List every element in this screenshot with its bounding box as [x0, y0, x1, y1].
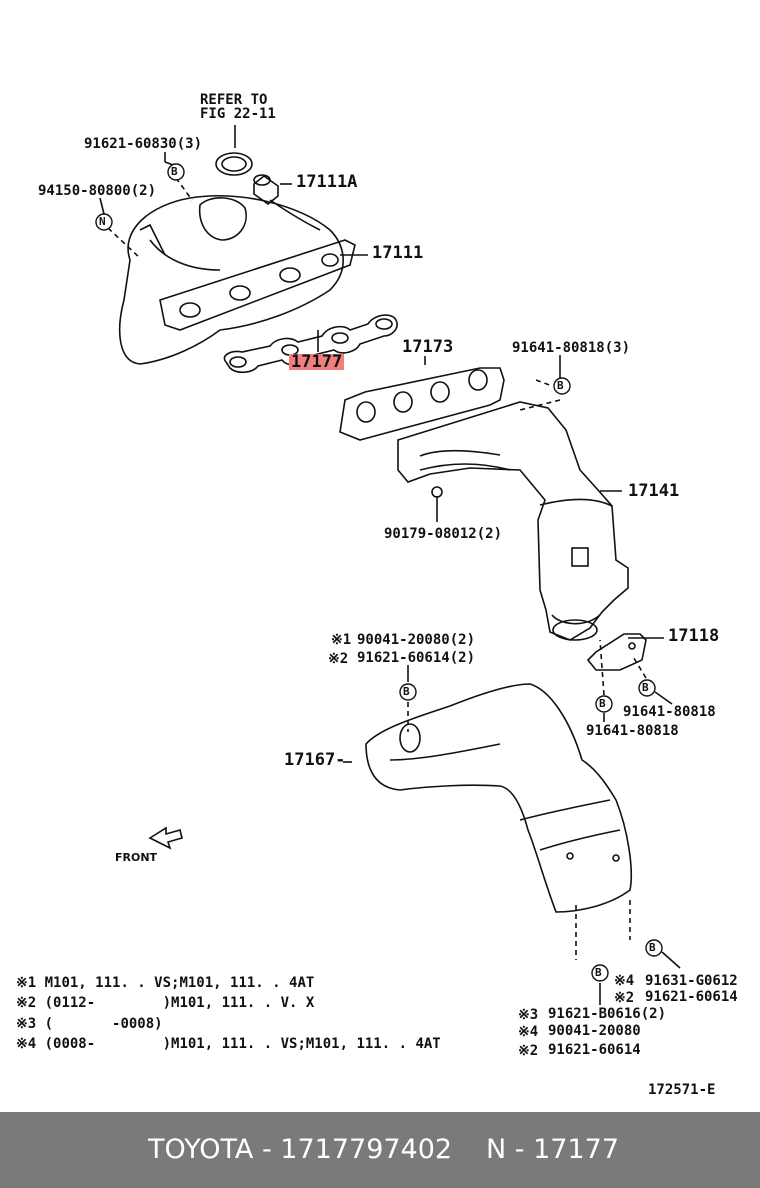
- part-label: 17111: [372, 243, 424, 263]
- b-circle: [638, 679, 656, 697]
- part-label-highlighted[interactable]: 17177: [289, 352, 345, 372]
- footer-brand-part-number: TOYOTA - 1717797402: [148, 1134, 453, 1165]
- footnote: ※1 M101, 111. . VS;M101, 111. . 4AT: [16, 975, 315, 991]
- part-label: 91641-80818(3): [512, 340, 631, 356]
- b-circle: [399, 683, 417, 701]
- part-label: 91621-60614: [548, 1042, 641, 1058]
- refer-note-line1: REFER TO: [200, 92, 268, 108]
- part-label: 91631-G0612: [645, 973, 738, 989]
- part-label: 17111A: [296, 172, 358, 192]
- part-label: 90041-20080: [548, 1023, 641, 1039]
- b-circle: [553, 377, 571, 395]
- exhaust-manifold-diagram: [95, 125, 681, 1005]
- circle-letter-b: B: [557, 379, 564, 392]
- remark-mark: ※2: [518, 1043, 539, 1059]
- remark-mark: ※1: [331, 632, 352, 648]
- b-circle: [167, 163, 185, 181]
- footnote: ※2 (0112- )M101, 111. . V. X: [16, 995, 315, 1011]
- figure-code: 172571-E: [648, 1082, 716, 1098]
- footnote: ※4 (0008- )M101, 111. . VS;M101, 111. . …: [16, 1036, 441, 1052]
- remark-mark: ※3: [518, 1007, 539, 1023]
- b-circle: [645, 939, 663, 957]
- part-label: 91621-60614: [645, 989, 738, 1005]
- part-label: 94150-80800(2): [38, 183, 157, 199]
- part-label: 17118: [668, 626, 720, 646]
- footnote: ※3 ( -0008): [16, 1016, 163, 1032]
- b-circle: [595, 695, 613, 713]
- circle-letter-b: B: [171, 165, 178, 178]
- circle-letter-b: B: [649, 941, 656, 954]
- part-label: 17173: [402, 337, 454, 357]
- part-label: 90041-20080(2): [357, 632, 476, 648]
- circle-letter-n: N: [99, 215, 106, 228]
- n-circle: [95, 213, 113, 231]
- remark-mark: ※4: [614, 973, 635, 989]
- footer-part-code: N - 17177: [486, 1134, 619, 1165]
- part-label: 91621-60614(2): [357, 650, 476, 666]
- circle-letter-b: B: [403, 685, 410, 698]
- footer-bar: TOYOTA - 1717797402 N - 17177: [0, 1112, 760, 1188]
- part-label: 91621-60830(3): [84, 136, 203, 152]
- part-label: 90179-08012(2): [384, 526, 503, 542]
- remark-mark: ※2: [328, 651, 349, 667]
- part-label: 91641-80818: [623, 704, 716, 720]
- part-label: 91621-B0616(2): [548, 1006, 667, 1022]
- remark-mark: ※2: [614, 990, 635, 1006]
- part-label: 17141: [628, 481, 680, 501]
- part-label: 17167-: [284, 750, 346, 770]
- circle-letter-b: B: [599, 697, 606, 710]
- circle-letter-b: B: [642, 681, 649, 694]
- refer-note-line2: FIG 22-11: [200, 106, 276, 122]
- b-circle: [591, 964, 609, 982]
- remark-mark: ※4: [518, 1024, 539, 1040]
- front-direction-label: FRONT: [115, 851, 158, 864]
- part-label: 91641-80818: [586, 723, 679, 739]
- circle-letter-b: B: [595, 966, 602, 979]
